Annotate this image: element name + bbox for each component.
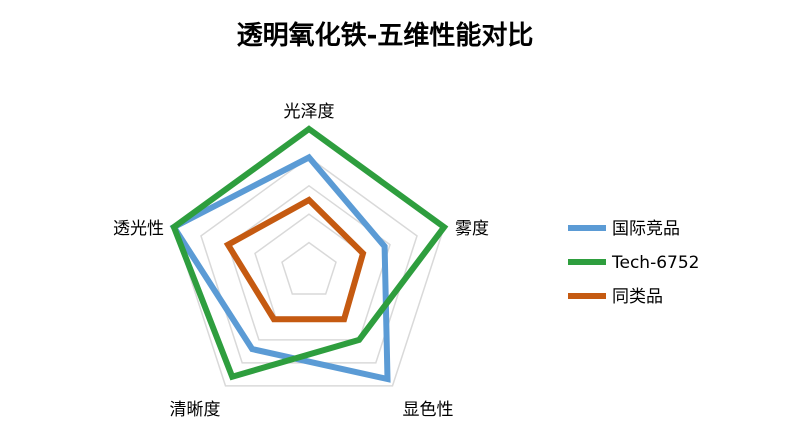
- legend: 国际竞品 Tech-6752 同类品: [568, 219, 699, 307]
- axis-labels: 光泽度 雾度 显色性 清晰度 透光性: [113, 102, 489, 420]
- axis-label-gloss: 光泽度: [284, 102, 335, 122]
- radar-series-international: [169, 153, 391, 383]
- radar-grid: [173, 128, 445, 387]
- radar-series-group: [169, 125, 449, 383]
- legend-label-international: 国际竞品: [612, 219, 680, 239]
- axis-label-color-rendering: 显色性: [403, 400, 454, 420]
- grid-ring-1: [281, 241, 337, 295]
- chart-title: 透明氧化铁-五维性能对比: [237, 20, 534, 51]
- grid-ring-5: [173, 128, 445, 387]
- axis-label-clarity: 清晰度: [170, 400, 221, 420]
- legend-label-tech-6752: Tech-6752: [611, 253, 699, 273]
- radar-series-similar: [223, 196, 367, 323]
- axis-label-transmittance: 透光性: [113, 219, 164, 239]
- legend-label-similar: 同类品: [612, 287, 663, 307]
- axis-label-haze: 雾度: [455, 219, 489, 239]
- radar-series-tech-6752: [170, 125, 449, 381]
